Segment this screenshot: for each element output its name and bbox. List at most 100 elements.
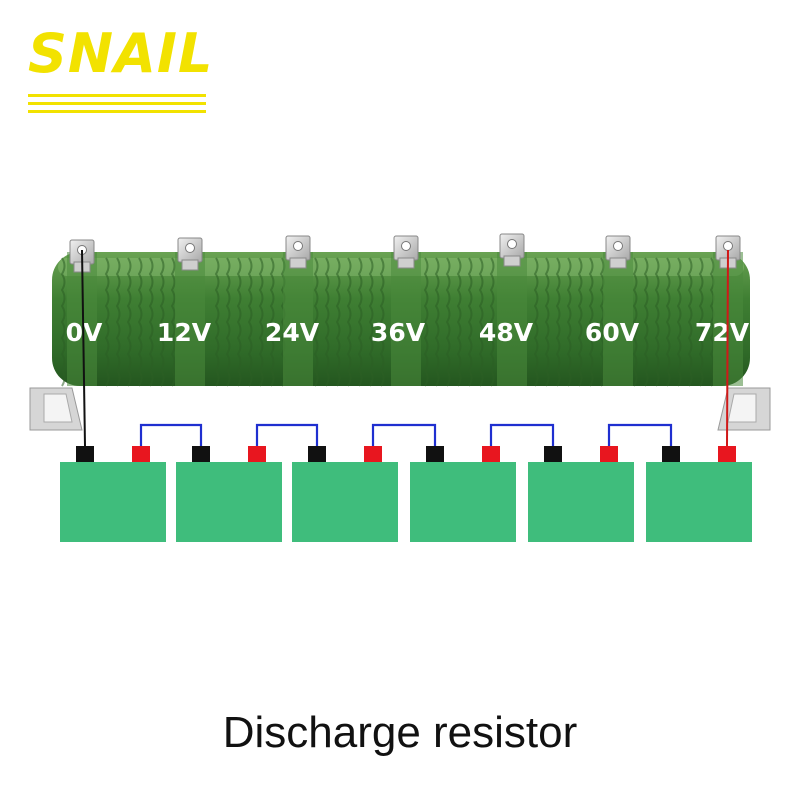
positive-terminal xyxy=(482,446,500,462)
positive-lead-wire xyxy=(726,249,729,447)
series-link-wire xyxy=(255,423,319,446)
winding-ridge xyxy=(632,257,638,387)
positive-terminal xyxy=(718,446,736,462)
winding-ridge xyxy=(115,257,121,387)
winding-ridge xyxy=(489,257,495,387)
winding-ridge xyxy=(346,257,352,387)
voltage-label-36v: 36V xyxy=(371,318,426,347)
terminal-tab xyxy=(715,235,741,269)
battery-bank xyxy=(60,446,752,542)
battery-case xyxy=(60,462,166,542)
winding-ridge xyxy=(676,257,682,387)
winding-ridge xyxy=(137,257,143,387)
voltage-label-24v: 24V xyxy=(265,318,320,347)
winding-ridge xyxy=(236,257,242,387)
winding-ridge xyxy=(313,257,319,387)
winding-ridge xyxy=(445,257,451,387)
winding-ridge xyxy=(104,257,110,387)
resistor-leads xyxy=(81,249,729,447)
winding-ridge xyxy=(214,257,220,387)
winding-ridge xyxy=(654,257,660,387)
negative-terminal xyxy=(192,446,210,462)
tab-hole xyxy=(507,239,517,249)
winding-ridge xyxy=(434,257,440,387)
tab-clamp xyxy=(397,257,415,269)
winding-ridge xyxy=(368,257,374,387)
tab-hole xyxy=(723,241,733,251)
winding-ridge xyxy=(324,257,330,387)
negative-terminal xyxy=(308,446,326,462)
negative-terminal xyxy=(544,446,562,462)
winding-ridge xyxy=(170,257,176,387)
voltage-label-72v: 72V xyxy=(695,318,750,347)
battery-case xyxy=(528,462,634,542)
battery-case xyxy=(646,462,752,542)
positive-terminal xyxy=(364,446,382,462)
winding-ridge xyxy=(126,257,132,387)
battery xyxy=(528,446,634,542)
tab-clamp xyxy=(503,255,521,267)
tap-band xyxy=(283,252,313,386)
positive-terminal xyxy=(132,446,150,462)
logo-underline-1 xyxy=(28,94,206,97)
terminal-tab xyxy=(177,237,203,271)
negative-terminal xyxy=(662,446,680,462)
battery-case xyxy=(176,462,282,542)
terminal-tab xyxy=(285,235,311,269)
tab-clamp xyxy=(609,257,627,269)
tap-band xyxy=(391,252,421,386)
winding-ridge xyxy=(698,257,704,387)
snail-logo: SNAIL xyxy=(28,22,212,113)
logo-underline-3 xyxy=(28,110,206,113)
terminal-tab xyxy=(499,233,525,267)
terminal-tab xyxy=(605,235,631,269)
battery xyxy=(292,446,398,542)
winding-ridge xyxy=(357,257,363,387)
winding-ridge xyxy=(665,257,671,387)
series-link-wire xyxy=(371,423,437,446)
winding-ridge xyxy=(478,257,484,387)
winding-ridge xyxy=(379,257,385,387)
negative-terminal xyxy=(76,446,94,462)
tab-hole xyxy=(185,243,195,253)
winding-ridge xyxy=(687,257,693,387)
winding-ridge xyxy=(533,257,539,387)
brand-name: SNAIL xyxy=(28,22,214,85)
winding-ridge xyxy=(588,257,594,387)
winding-ridge xyxy=(577,257,583,387)
winding-ridge xyxy=(456,257,462,387)
terminal-tab xyxy=(393,235,419,269)
winding-ridge xyxy=(544,257,550,387)
tap-band xyxy=(175,252,205,386)
winding-ridge xyxy=(258,257,264,387)
terminal-tabs xyxy=(69,233,741,273)
winding-ridge xyxy=(159,257,165,387)
battery-case xyxy=(410,462,516,542)
negative-lead-wire xyxy=(81,249,86,447)
winding-ridge xyxy=(467,257,473,387)
winding-ridge xyxy=(269,257,275,387)
positive-terminal xyxy=(248,446,266,462)
battery xyxy=(646,446,752,542)
logo-underline-2 xyxy=(28,102,206,105)
resistor-windings xyxy=(60,252,743,387)
tab-hole xyxy=(293,241,303,251)
tap-band xyxy=(497,252,527,386)
winding-ridge xyxy=(555,257,561,387)
voltage-label-60v: 60V xyxy=(585,318,640,347)
mounting-bracket-right xyxy=(717,387,771,431)
winding-ridge xyxy=(423,257,429,387)
winding-ridge xyxy=(566,257,572,387)
winding-ridge xyxy=(60,257,66,387)
mounting-bracket-left xyxy=(29,387,83,431)
battery-link-wires xyxy=(139,423,673,446)
winding-ridge xyxy=(643,257,649,387)
negative-terminal xyxy=(426,446,444,462)
series-link-wire xyxy=(139,423,203,446)
tab-hole xyxy=(401,241,411,251)
positive-terminal xyxy=(600,446,618,462)
battery xyxy=(176,446,282,542)
battery xyxy=(410,446,516,542)
tap-band xyxy=(603,252,633,386)
